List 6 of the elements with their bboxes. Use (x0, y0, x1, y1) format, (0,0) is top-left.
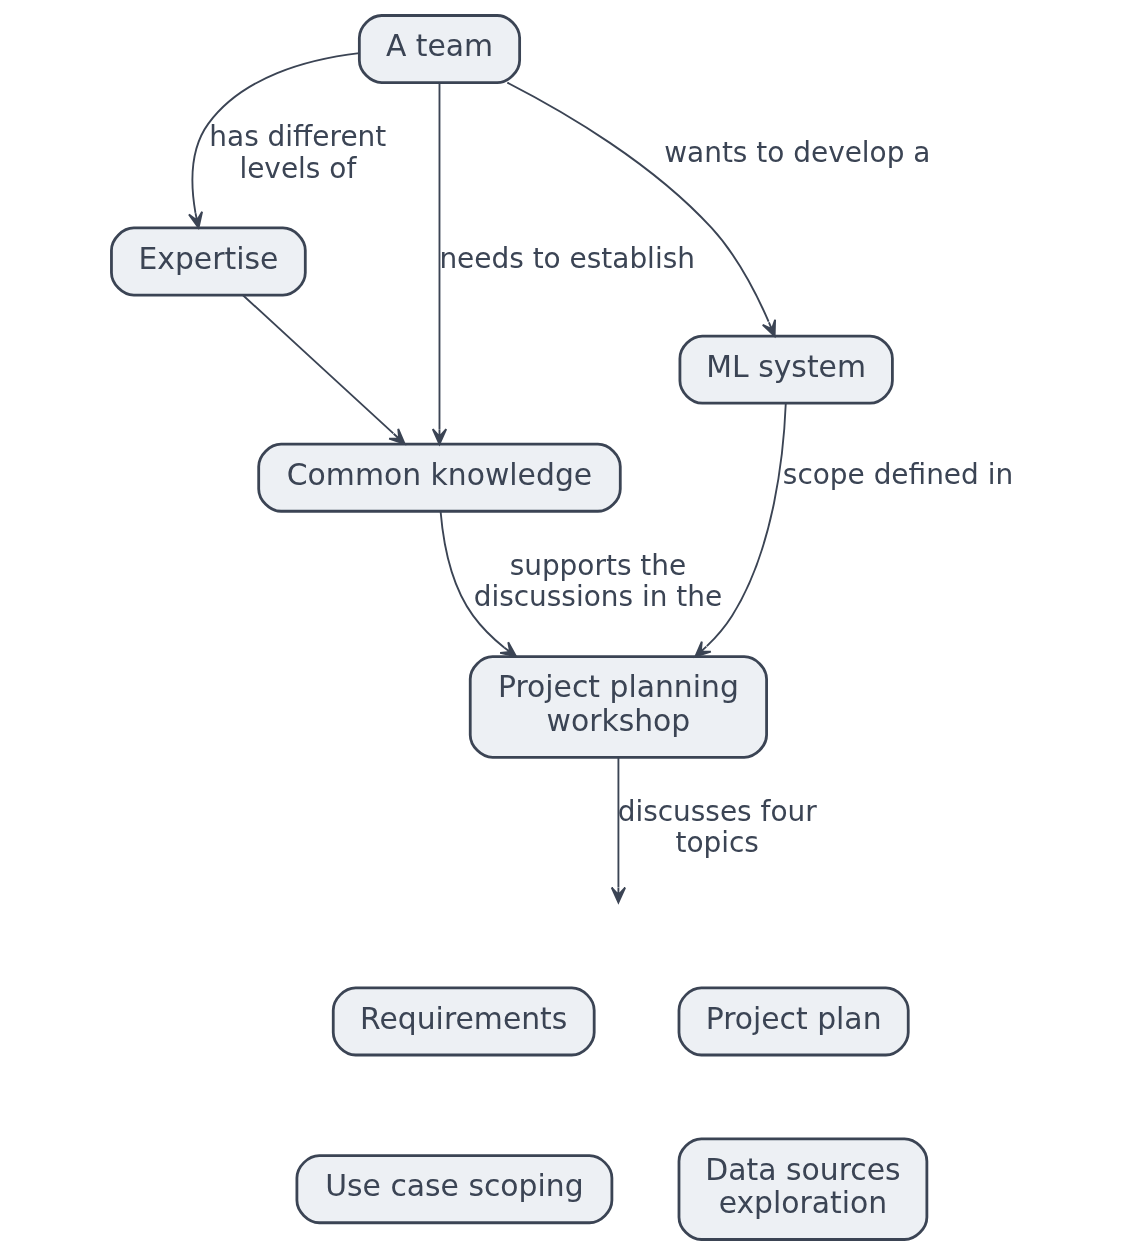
edge-label: has different levels of (209, 119, 387, 185)
edge-label: scope defined in (782, 458, 1014, 492)
edge-label: wants to develop a (664, 135, 931, 169)
edge-label: needs to establish (439, 242, 695, 276)
edge-label: discusses four topics (617, 794, 817, 860)
edge-label: supports the discussions in the (473, 548, 723, 614)
